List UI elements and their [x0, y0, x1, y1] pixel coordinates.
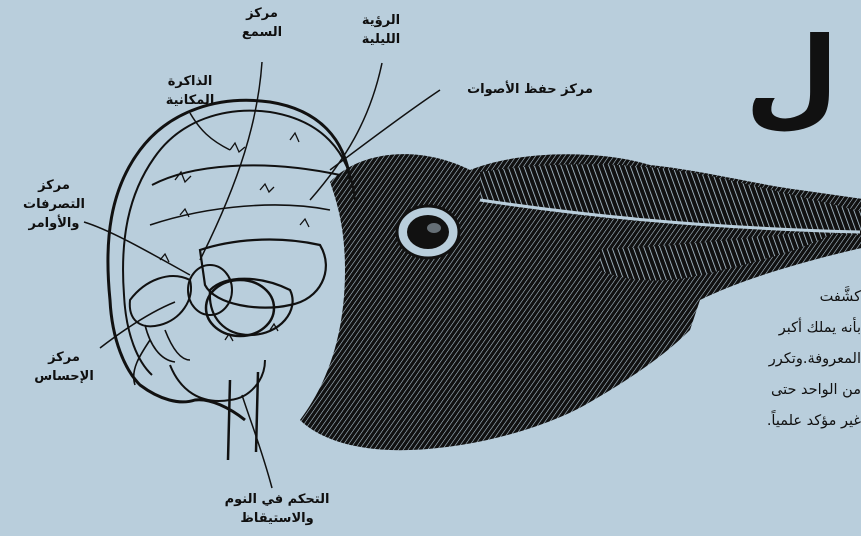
label-behavior-command-center: مركز التصرفات والأوامر [18, 176, 90, 233]
article-text-fragment: كشَّفت بأنه يملك أكبر المعروفة.وتكرر من … [751, 282, 861, 437]
heading-fragment: ؟ ل [745, 18, 861, 138]
label-hearing-center: مركز السمع [232, 4, 292, 42]
label-sound-memory-center: مركز حفظ الأصوات [450, 80, 610, 99]
label-night-vision: الرؤية الليلية [345, 11, 417, 49]
label-spatial-memory: الذاكرة المكانية [150, 72, 230, 110]
label-sensation-center: مركز الإحساس [28, 348, 100, 386]
article-line: من الواحد حتى [751, 375, 861, 406]
article-line: بأنه يملك أكبر [751, 313, 861, 344]
article-line: غير مؤكد علمياً. [751, 406, 861, 437]
label-sleep-wake-control: التحكم في النوم والاستيقاظ [222, 490, 332, 528]
article-line: كشَّفت [751, 282, 861, 313]
crow-eye [397, 206, 459, 258]
article-line: المعروفة.وتكرر [751, 344, 861, 375]
